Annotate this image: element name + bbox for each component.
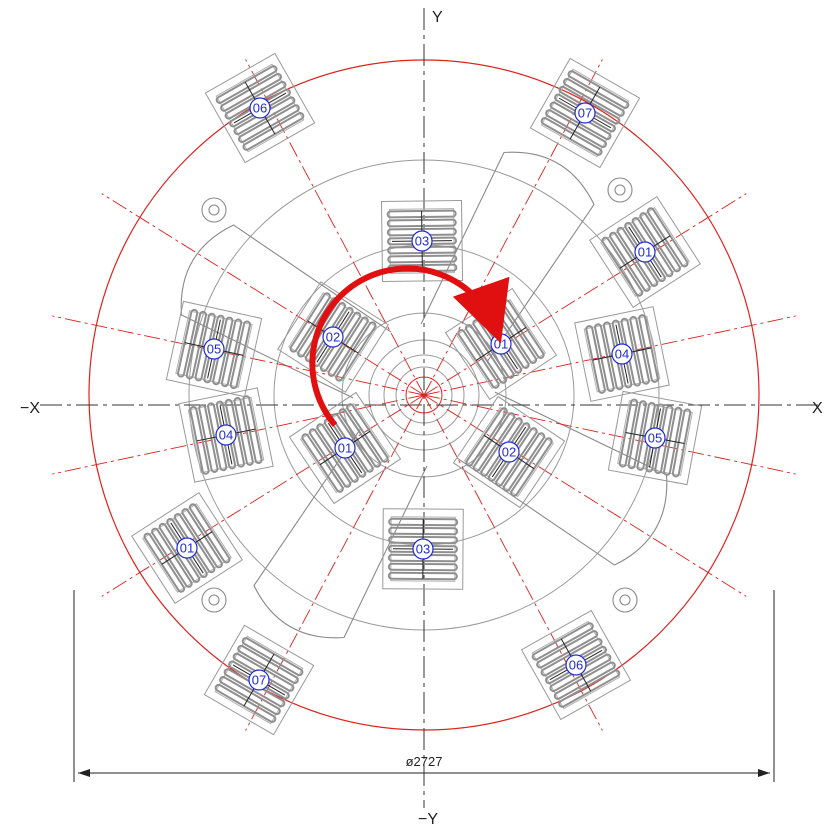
cutter-label-circle [322,326,344,348]
disc-cutter: 01 [588,195,702,309]
disc-cutter: 04 [178,387,274,483]
cutter-label-circle [248,669,270,691]
cutter-label: 04 [219,428,233,443]
disc-cutter: 07 [203,624,315,736]
disc-cutter: 01 [131,492,243,604]
disc-cutter: 02 [277,281,389,393]
cutter-label-circle [176,537,198,559]
axis-label-neg-x: −X [20,400,40,417]
disc-cutter: 06 [204,52,316,164]
disc-cutter: 05 [165,300,263,398]
cutter-label: 02 [326,330,340,345]
disc-cutter: 03 [382,508,464,590]
cutter-label: 02 [502,445,516,460]
diameter-dimension [73,590,775,782]
cutter-label: 01 [180,541,194,556]
disc-cutter: 04 [574,306,670,402]
rotation-direction-arrow [309,265,510,427]
cutter-label-circle [249,97,271,119]
cutter-label: 05 [207,342,221,357]
cutter-label-circle [412,538,434,560]
disc-cutter: 07 [529,57,641,169]
cutter-label: 05 [648,431,662,446]
cutter-label: 06 [569,658,583,673]
cutter-label-circle [215,424,237,446]
cutter-label-circle [644,427,666,449]
cutter-label-circle [565,654,587,676]
cutter-label-circle [411,230,433,252]
cutter-label-circle [498,441,520,463]
cutter-label-circle [634,241,656,263]
cutter-label: 03 [416,542,430,557]
cutter-label: 04 [615,347,629,362]
cutter-label-circle [203,338,225,360]
cutter-label: 01 [494,337,508,352]
disc-cutters: 06 07 03 01 02 01 05 04 04 05 01 02 01 03 07 06 [131,52,703,736]
axis-label-neg-y: −Y [418,811,438,828]
cutter-label: 01 [338,441,352,456]
disc-cutter: 02 [452,395,566,509]
disc-cutter: 03 [380,199,464,283]
cutter-label-circle [334,437,356,459]
axis-label-pos-x: X [812,400,823,417]
disc-cutter: 06 [520,609,632,721]
cutter-label: 01 [638,245,652,260]
cutter-label: 07 [578,106,592,121]
dimension-label: ø2727 [406,754,443,769]
cutter-label: 06 [253,101,267,116]
cutter-label-circle [574,102,596,124]
disc-cutter: 01 [288,391,402,505]
cutter-label: 03 [415,234,429,249]
cutter-label-circle [611,343,633,365]
axis-label-pos-y: Y [432,9,443,26]
disc-cutter: 05 [607,390,703,486]
cutter-label: 07 [252,673,266,688]
